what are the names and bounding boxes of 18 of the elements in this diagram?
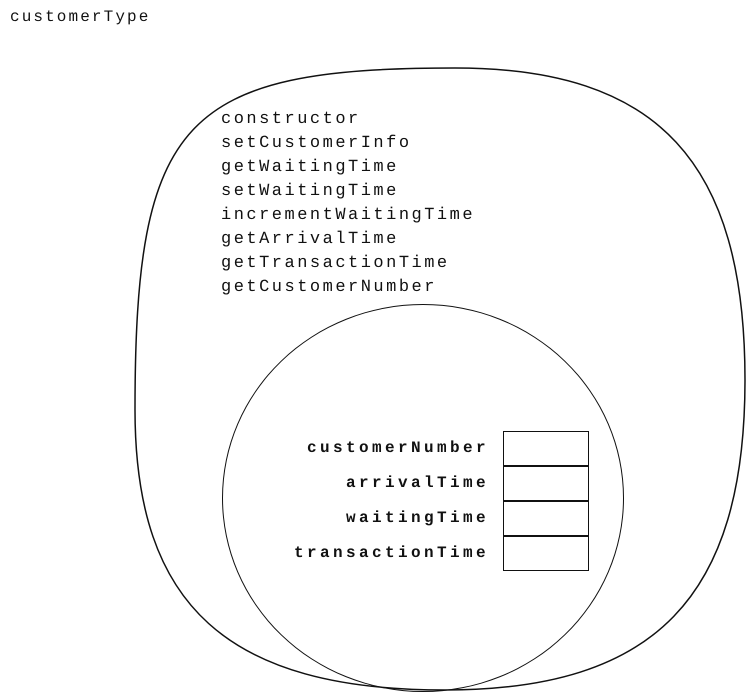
method-name: constructor: [221, 110, 361, 130]
method-name: getWaitingTime: [221, 158, 399, 178]
value-cell: [503, 536, 589, 571]
value-cell: [503, 501, 589, 536]
field-name: customerNumber: [306, 438, 489, 458]
field-name: waitingTime: [346, 508, 489, 528]
class-name: customerType: [10, 8, 150, 26]
method-name: setWaitingTime: [221, 182, 399, 202]
data-circle: [222, 304, 624, 692]
field-name: transactionTime: [294, 543, 489, 563]
field-name: arrivalTime: [346, 473, 489, 493]
method-name: incrementWaitingTime: [221, 206, 476, 226]
method-name: getArrivalTime: [221, 230, 399, 250]
method-name: setCustomerInfo: [221, 134, 412, 154]
method-name: getTransactionTime: [221, 254, 450, 274]
method-name: getCustomerNumber: [221, 278, 437, 298]
value-cell: [503, 431, 589, 466]
value-cell: [503, 466, 589, 501]
